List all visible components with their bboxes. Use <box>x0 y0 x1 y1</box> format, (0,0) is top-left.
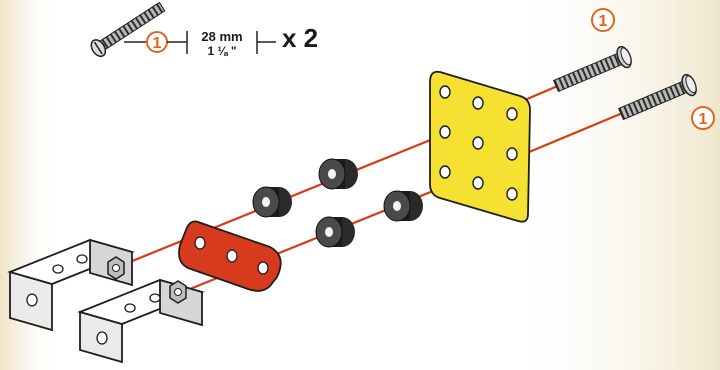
legend-length-metric: 28 mm <box>201 29 242 44</box>
legend-step-badge: 1 <box>147 32 167 52</box>
legend-quantity: x 2 <box>282 23 318 53</box>
callout-badge-upper: 1 <box>592 9 614 31</box>
flat-plate-icon <box>430 72 530 222</box>
right-background-panel <box>500 0 720 370</box>
nut-icon <box>108 257 124 279</box>
legend-length-imperial: 1 ⅛ " <box>207 44 236 58</box>
spacer-icon <box>253 159 423 247</box>
perforated-strip-icon <box>179 221 281 291</box>
callout-badge-lower: 1 <box>692 107 714 129</box>
nut-icon <box>170 281 186 303</box>
callout-label: 1 <box>599 13 608 30</box>
callout-label: 1 <box>699 111 708 128</box>
legend-step-number: 1 <box>153 35 162 52</box>
